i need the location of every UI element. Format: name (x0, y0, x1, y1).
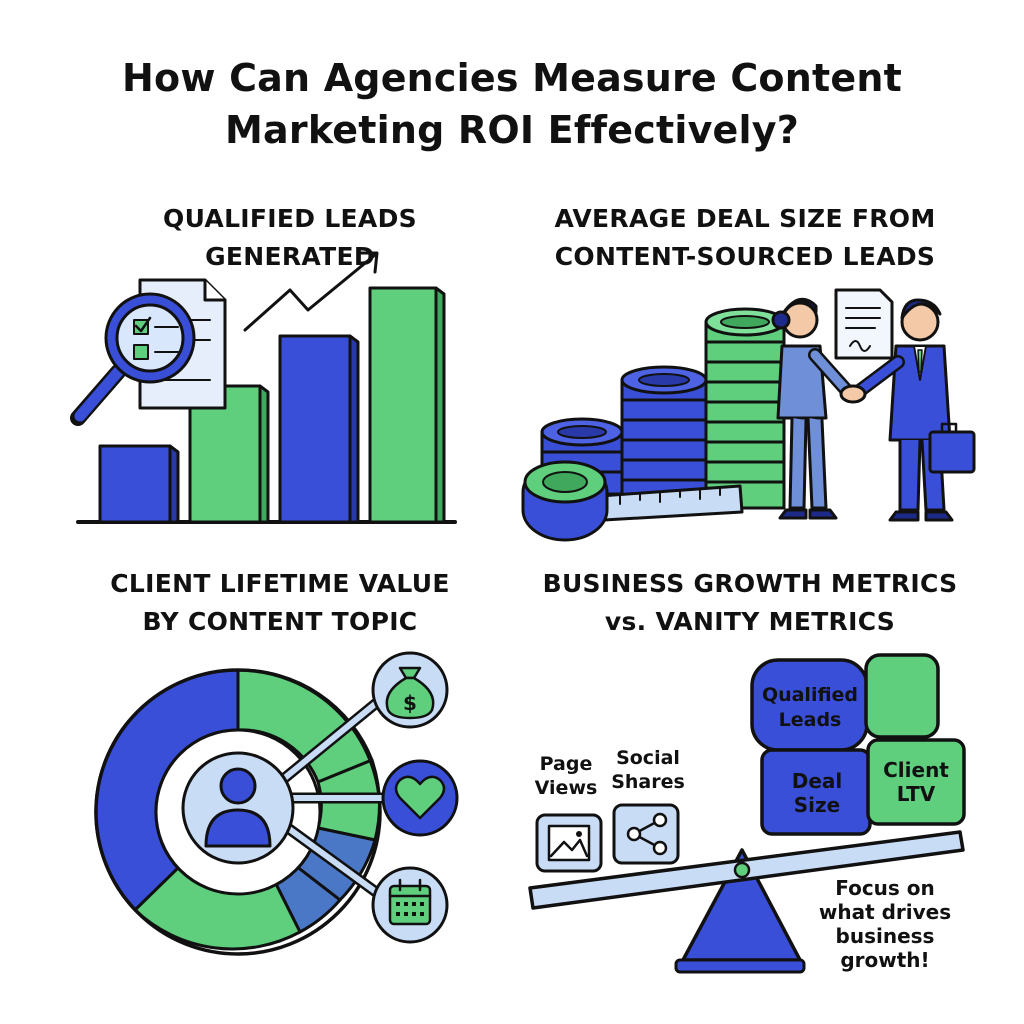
social-shares-label-1: Social (616, 747, 680, 769)
page-views-label-2: Views (535, 777, 598, 799)
image-icon (535, 813, 603, 873)
client-ltv-label-1: Client (883, 758, 949, 782)
client-ltv-heading: CLIENT LIFETIME VALUE BY CONTENT TOPIC (60, 565, 500, 641)
trend-arrow-icon (243, 251, 379, 332)
user-icon (181, 751, 295, 865)
money-bag-icon: $ (371, 651, 449, 729)
handshake-icon (771, 297, 954, 522)
page-views-label-1: Page (540, 753, 593, 775)
deal-size-label-1: Deal (792, 769, 843, 793)
title-line-1: How Can Agencies Measure Content (122, 56, 902, 100)
social-shares-label-2: Shares (611, 771, 685, 793)
heart-icon (381, 759, 459, 837)
note-line: Focus on (835, 876, 935, 900)
growth-labels: Qualified Leads Deal Size Client LTV (762, 684, 949, 817)
donut-chart-icon (94, 668, 382, 956)
qualified-leads-heading: QUALIFIED LEADS GENERATED (80, 200, 500, 276)
client-ltv-label-2: LTV (897, 782, 936, 806)
title-line-2: Marketing ROI Effectively? (225, 108, 799, 152)
heading-line: CLIENT LIFETIME VALUE (110, 569, 450, 598)
scale-icon (528, 830, 965, 974)
connector-lines (264, 694, 391, 901)
calendar-icon (371, 866, 449, 944)
page-title: How Can Agencies Measure Content Marketi… (0, 52, 1024, 156)
briefcase-icon (928, 422, 976, 474)
heading-line: CONTENT-SOURCED LEADS (554, 242, 936, 271)
vanity-labels: Page Views Social Shares (535, 747, 685, 799)
measuring-tape-icon (521, 460, 744, 542)
deal-size-label-2: Size (794, 793, 840, 817)
bar-chart-icon (76, 286, 457, 524)
heading-line: GENERATED (205, 242, 375, 271)
note-line: what drives (819, 900, 951, 924)
coin-stack-icon (540, 307, 786, 510)
contract-icon (834, 288, 894, 360)
magnifier-icon (70, 292, 196, 426)
deal-size-heading: AVERAGE DEAL SIZE FROM CONTENT-SOURCED L… (520, 200, 970, 276)
focus-note: Focus on what drives business growth! (819, 876, 951, 972)
svg-text:$: $ (403, 691, 417, 715)
heading-line: vs. VANITY METRICS (604, 607, 896, 636)
heading-line: QUALIFIED LEADS (163, 204, 417, 233)
heading-line: BUSINESS GROWTH METRICS (542, 569, 958, 598)
share-icon (612, 803, 680, 865)
heading-line: BY CONTENT TOPIC (142, 607, 418, 636)
note-line: growth! (840, 948, 929, 972)
qualified-leads-label-2: Leads (779, 709, 842, 731)
growth-vs-vanity-heading: BUSINESS GROWTH METRICS vs. VANITY METRI… (500, 565, 1000, 641)
note-line: business (836, 924, 935, 948)
qualified-leads-label-1: Qualified (762, 684, 858, 706)
heading-line: AVERAGE DEAL SIZE FROM (554, 204, 936, 233)
growth-blocks (750, 653, 966, 836)
